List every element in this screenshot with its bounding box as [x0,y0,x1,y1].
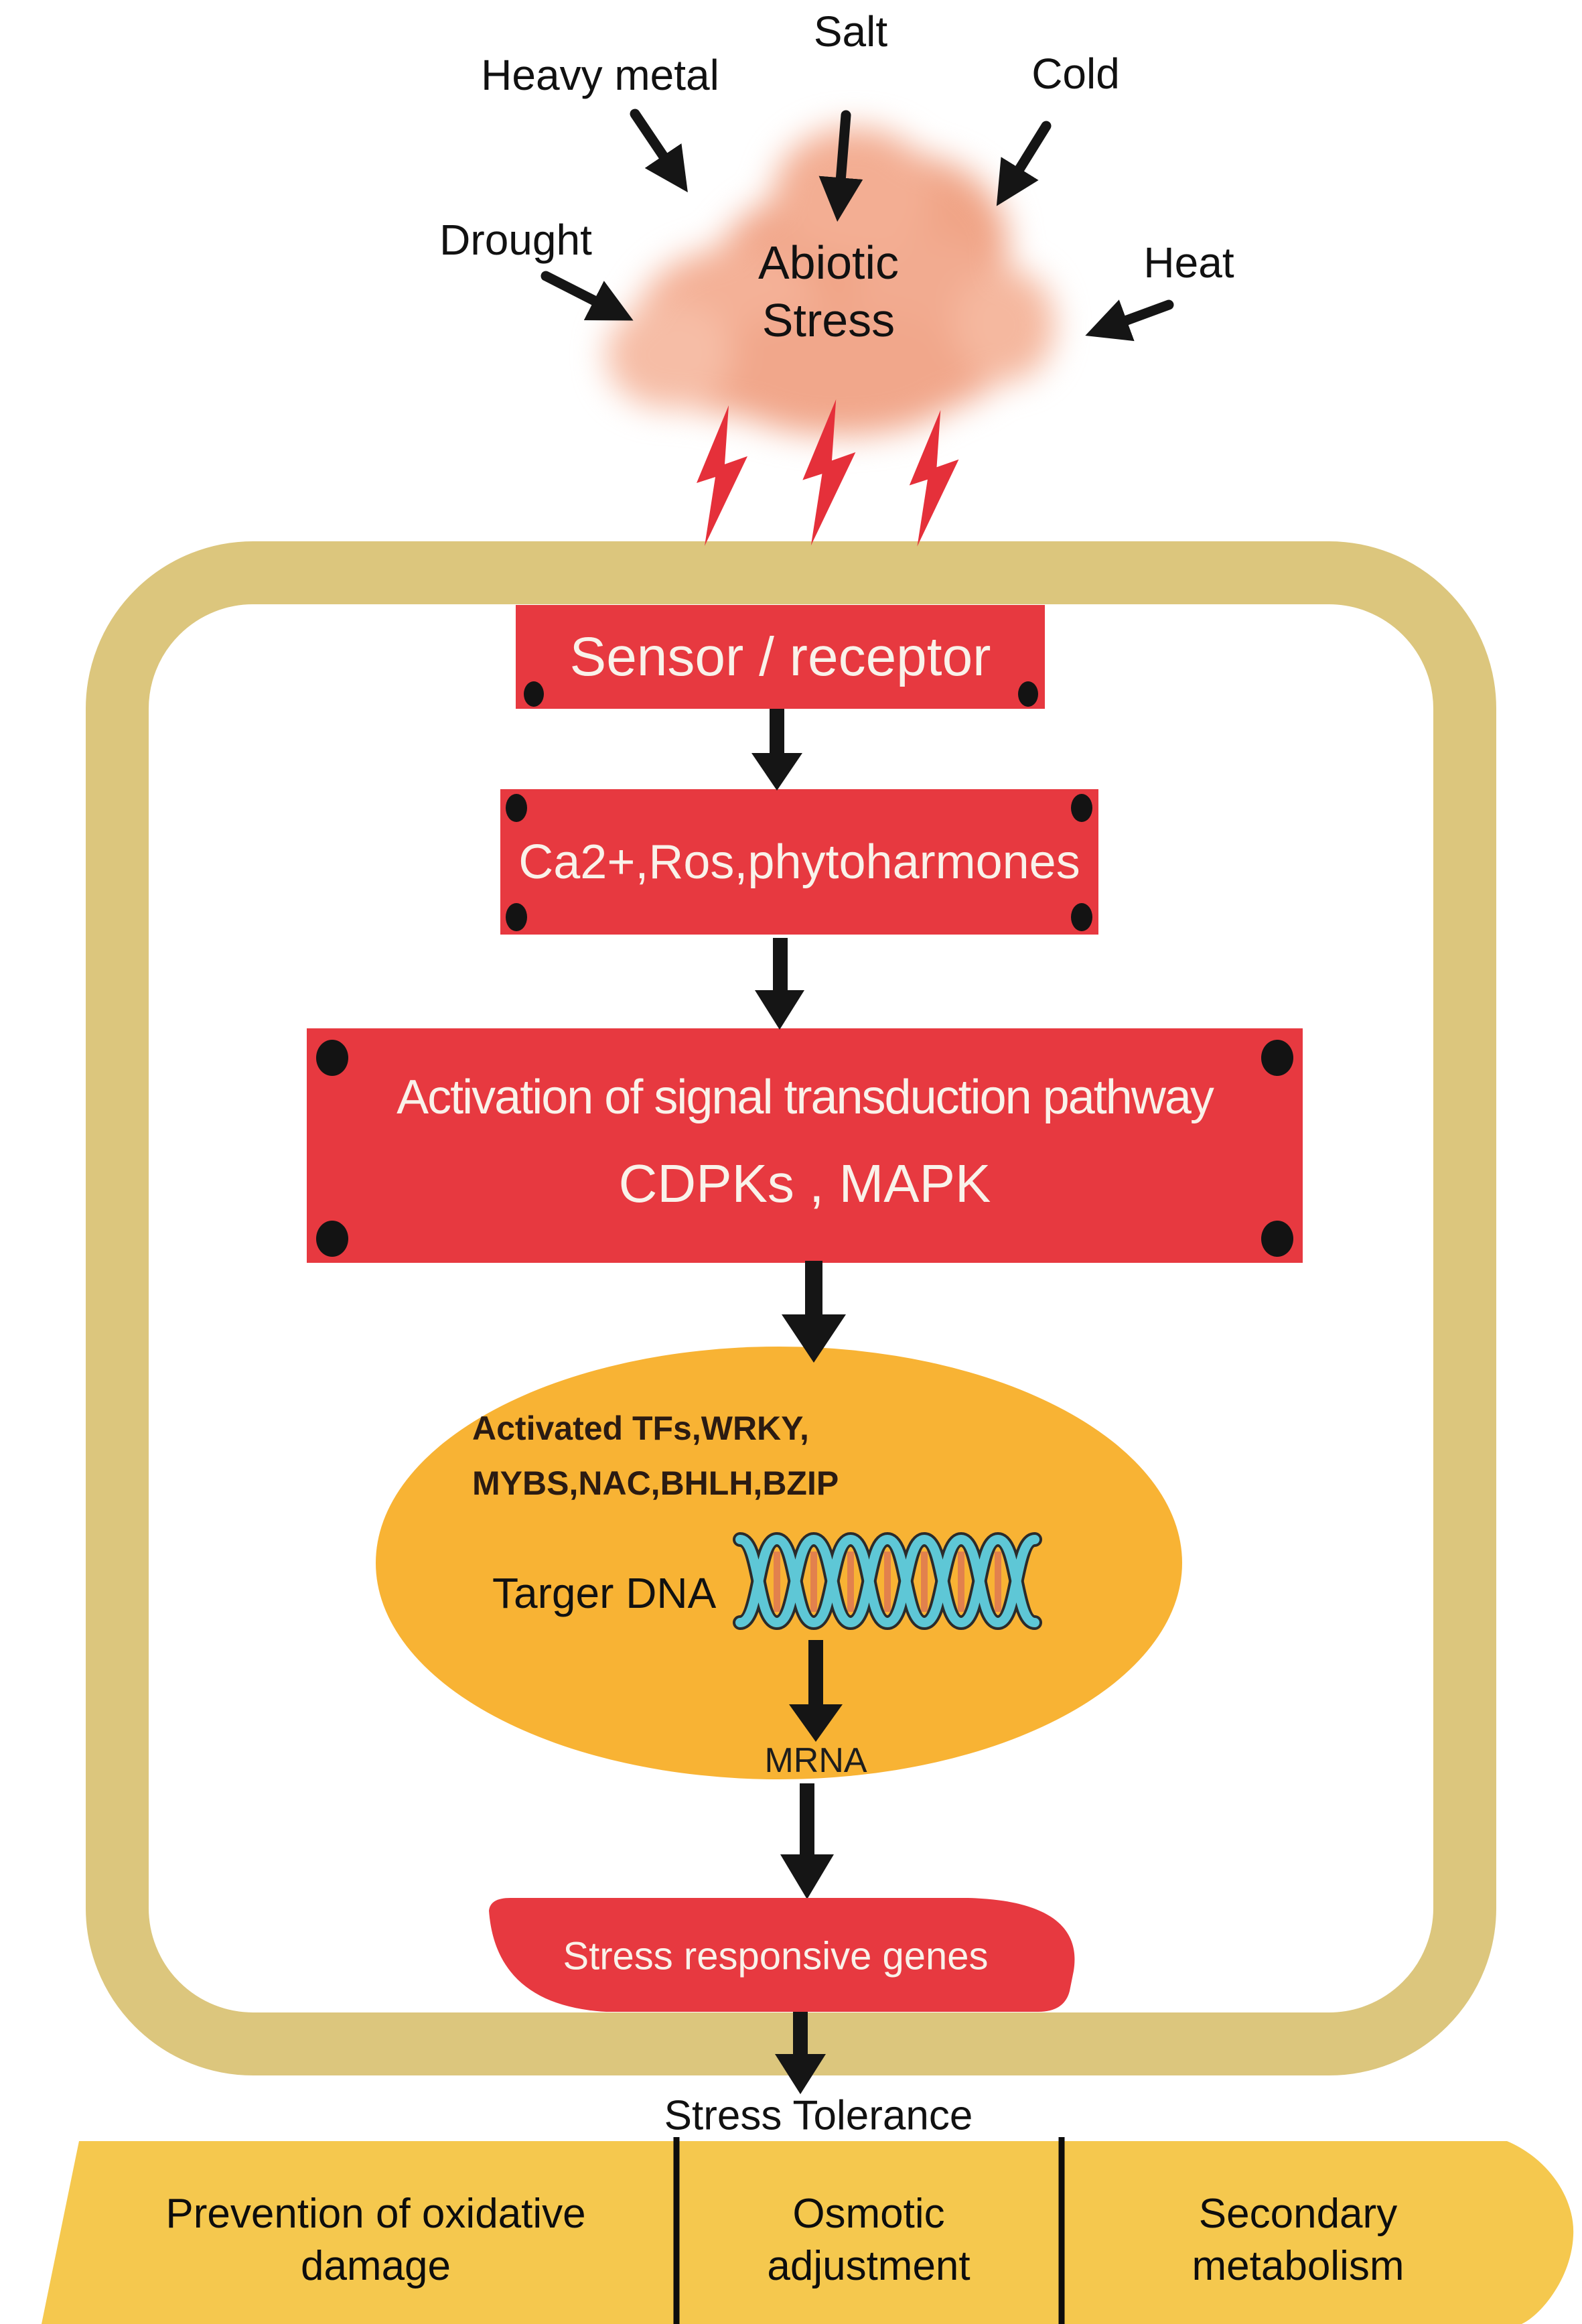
outcome-line: damage [300,2243,451,2289]
outcome-line: adjustment [767,2243,970,2289]
stress-tolerance-label: Stress Tolerance [664,2092,973,2139]
sensor-receptor-label: Sensor / receptor [569,626,991,687]
outcome-osmotic-adjustment: Osmotic adjustment [767,2188,970,2293]
cloud-title-line1: Abiotic [758,236,900,289]
connector-dot [1071,903,1092,931]
connector-dot [1071,794,1092,822]
target-dna-label: Targer DNA [492,1569,717,1617]
label-salt: Salt [813,7,888,56]
cloud-title-line2: Stress [762,294,895,346]
connector-dot [1261,1221,1293,1257]
outcome-line: Osmotic [792,2191,945,2237]
stress-responsive-genes-label: Stress responsive genes [563,1934,989,1978]
label-cold: Cold [1031,50,1120,98]
tf-list-line1: Activated TFs,WRKY, [472,1410,809,1447]
cloud-puff [606,301,733,409]
secondary-messengers-label: Ca2+,Ros,phytoharmones [518,835,1080,889]
signal-transduction-label: Activation of signal transduction pathwa… [397,1071,1214,1124]
kinases-label: CDPKs , MAPK [618,1154,991,1213]
connector-dot [524,681,544,707]
cloud-puff [954,268,1055,382]
mrna-label: MRNA [764,1741,867,1780]
sensor-receptor-box: Sensor / receptor [516,605,1045,709]
connector-dot [1261,1040,1293,1076]
outcome-line: metabolism [1192,2243,1405,2289]
label-drought: Drought [439,216,592,264]
outcome-line: Prevention of oxidative [165,2191,586,2237]
label-heavy-metal: Heavy metal [481,51,719,99]
connector-dot [506,794,527,822]
label-heat: Heat [1143,238,1234,287]
outcome-line: Secondary [1198,2191,1398,2237]
signal-transduction-box: Activation of signal transduction pathwa… [307,1028,1303,1263]
connector-dot [316,1040,348,1076]
tf-list-line2: MYBS,NAC,BHLH,BZIP [472,1464,839,1502]
connector-dot [506,903,527,931]
outcome-secondary-metabolism: Secondary metabolism [1192,2188,1405,2293]
connector-dot [316,1221,348,1257]
heat-arrow-icon [1085,299,1174,342]
cell-membrane-border [86,541,1496,2075]
connector-dot [1018,681,1038,707]
secondary-messengers-box: Ca2+,Ros,phytoharmones [500,789,1098,935]
outcome-oxidative-damage: Prevention of oxidative damage [165,2188,585,2293]
